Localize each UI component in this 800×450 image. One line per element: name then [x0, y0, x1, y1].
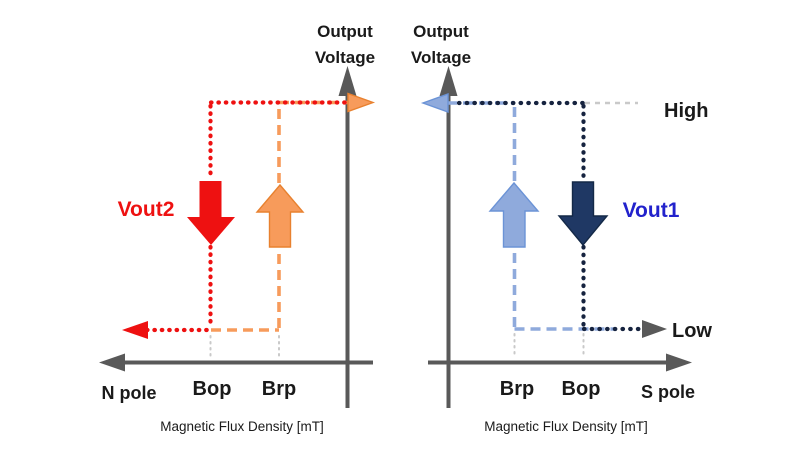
right-panel: Output Voltage High Low Vout1 Brp Bop S … [411, 22, 713, 434]
right-curve-label: Vout1 [623, 199, 680, 222]
right-up-block-arrow-icon [488, 181, 540, 248]
left-x-axis-caption: Magnetic Flux Density [mT] [160, 419, 324, 434]
left-panel: Output Voltage Vout2 N pole Bop Brp Magn… [99, 22, 375, 434]
right-low-right-arrow-icon [642, 320, 667, 338]
left-x-axis-arrow-icon [99, 353, 125, 372]
left-pole-label: N pole [101, 383, 156, 403]
right-brp-label: Brp [500, 378, 534, 400]
left-y-axis-label-line1: Output [317, 22, 373, 41]
right-x-axis-arrow-icon [666, 353, 692, 372]
right-y-axis-label-line2: Voltage [411, 48, 471, 67]
left-y-axis-label-line2: Voltage [315, 48, 375, 67]
right-low-level-label: Low [672, 320, 712, 342]
left-y-axis-arrow-icon [338, 66, 357, 96]
right-y-axis-label-line1: Output [413, 22, 469, 41]
left-down-block-arrow-icon [187, 181, 235, 245]
right-down-block-arrow-icon [557, 181, 609, 247]
right-pole-label: S pole [641, 382, 695, 402]
left-up-block-arrow-icon [255, 183, 305, 248]
right-x-axis-caption: Magnetic Flux Density [mT] [484, 419, 648, 434]
left-low-left-arrow-icon [122, 321, 148, 339]
right-high-left-arrow-icon [420, 93, 449, 113]
left-bop-label: Bop [193, 378, 232, 400]
right-high-level-label: High [664, 100, 708, 122]
right-bop-label: Bop [562, 378, 601, 400]
right-y-axis-arrow-icon [439, 66, 458, 96]
left-brp-label: Brp [262, 378, 296, 400]
left-curve-label: Vout2 [118, 198, 175, 221]
left-high-right-arrow-icon [347, 92, 376, 113]
